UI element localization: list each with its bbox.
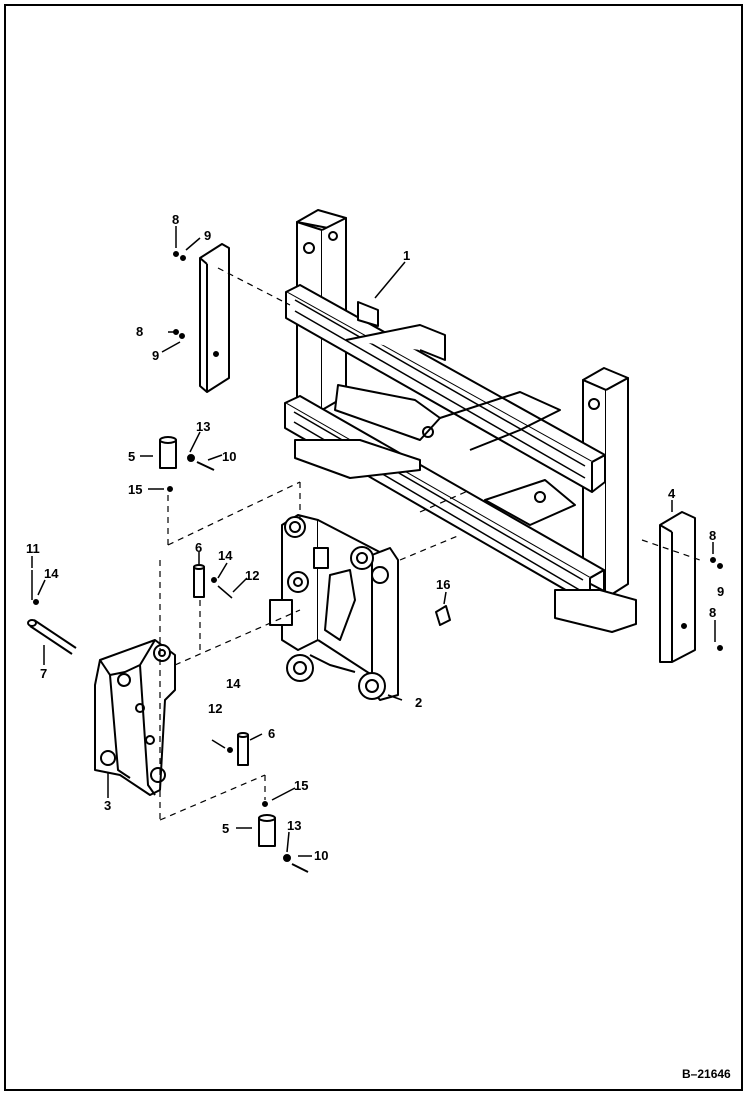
callout-14-a: 14: [44, 566, 59, 581]
assembly-lines: [159, 267, 701, 821]
main-frame: [284, 209, 637, 633]
callout-6-top: 6: [195, 540, 202, 555]
callout-10-top: 10: [222, 449, 236, 464]
callout-9-b: 9: [152, 348, 159, 363]
callout-13-bottom: 13: [287, 818, 301, 833]
callout-labels: 1 2 3 4 5 5 6 6 7 8 8 8 8 9 9 9 10 10 11…: [26, 212, 724, 863]
callout-5-top: 5: [128, 449, 135, 464]
hardware: [27, 251, 723, 873]
callout-3: 3: [104, 798, 111, 813]
callout-16: 16: [436, 577, 450, 592]
callout-14-b: 14: [218, 548, 233, 563]
callout-7: 7: [40, 666, 47, 681]
callout-15-top: 15: [128, 482, 142, 497]
drawing-number: B–21646: [682, 1067, 731, 1081]
callout-10-bottom: 10: [314, 848, 328, 863]
pivot-bracket: [94, 639, 176, 796]
callout-14-c: 14: [226, 676, 241, 691]
callout-9-a: 9: [204, 228, 211, 243]
callout-9-c: 9: [717, 584, 724, 599]
callout-2: 2: [415, 695, 422, 710]
callout-13-top: 13: [196, 419, 210, 434]
callout-12-b: 12: [208, 701, 222, 716]
callout-8-d: 8: [709, 605, 716, 620]
callout-4: 4: [668, 486, 676, 501]
side-plate-left: [199, 243, 230, 393]
side-plate-right: [659, 511, 696, 663]
callout-8-c: 8: [709, 528, 716, 543]
callout-8-a: 8: [172, 212, 179, 227]
callout-11: 11: [26, 541, 40, 556]
coupler-assembly: [269, 514, 399, 701]
callout-15-bottom: 15: [294, 778, 308, 793]
callout-8-b: 8: [136, 324, 143, 339]
callout-1: 1: [403, 248, 410, 263]
callout-5-bottom: 5: [222, 821, 229, 836]
leader-lines: [31, 226, 714, 857]
callout-12-a: 12: [245, 568, 259, 583]
callout-6-bottom: 6: [268, 726, 275, 741]
